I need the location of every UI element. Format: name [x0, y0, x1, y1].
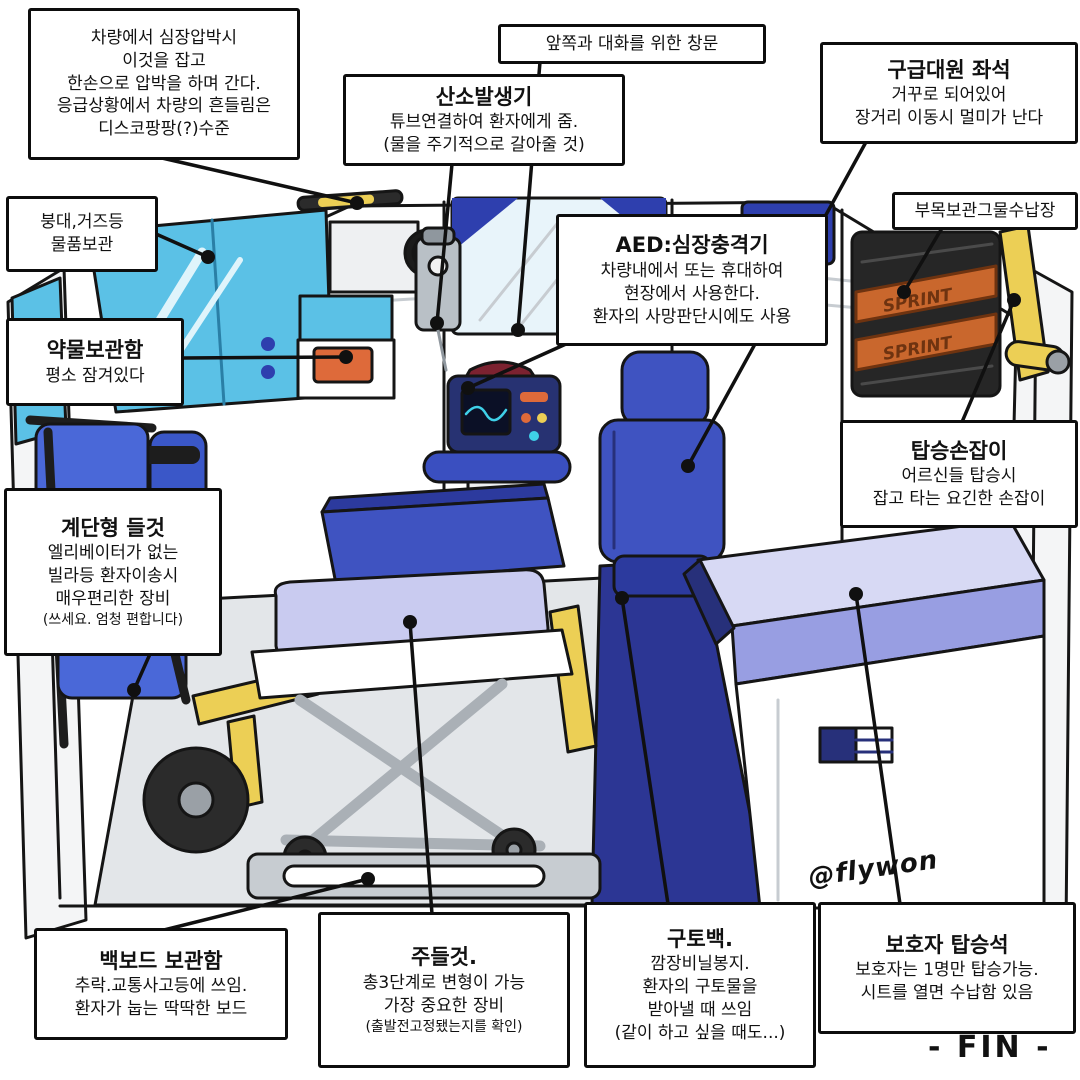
callout-title: 백보드 보관함 [99, 948, 223, 973]
callout-medicine-cabinet: 약물보관함 평소 잠겨있다 [6, 318, 184, 406]
callout-line: 추락.교통사고등에 쓰임. [74, 976, 248, 997]
callout-title: 구토백. [667, 926, 733, 951]
callout-oxygen-generator: 산소발생기 튜브연결하여 환자에게 줌. (물을 주기적으로 갈아줄 것) [343, 74, 625, 166]
net-strap [854, 264, 998, 324]
callout-line: 차량내에서 또는 휴대하여 [600, 260, 784, 281]
callout-note: (쓰세요. 엄청 편합니다) [42, 612, 184, 629]
callout-line: 응급상황에서 차량의 흔들림은 [56, 96, 272, 117]
callout-title: 탑승손잡이 [910, 438, 1008, 463]
callout-line: 튜브연결하여 환자에게 줌. [389, 112, 579, 133]
callout-line: 매우편리한 장비 [55, 589, 171, 610]
callout-line: 이것을 잡고 [122, 50, 206, 71]
callout-backboard: 백보드 보관함 추락.교통사고등에 쓰임. 환자가 눕는 딱딱한 보드 [34, 928, 288, 1040]
callout-title: 구급대원 좌석 [887, 57, 1011, 82]
callout-title: AED:심장충격기 [615, 233, 769, 258]
callout-line: 보호자는 1명만 탑승가능. [855, 960, 1039, 981]
callout-line: 붕대,거즈등 [40, 212, 124, 233]
callout-line: 어르신들 탑승시 [901, 466, 1017, 487]
callout-title: 산소발생기 [435, 84, 533, 109]
fin-label: - FIN - [928, 1030, 1052, 1065]
callout-line: 디스코팡팡(?)수준 [98, 119, 230, 140]
callout-grab-handle: 탑승손잡이 어르신들 탑승시 잡고 타는 요긴한 손잡이 [840, 420, 1078, 528]
callout-line: 빌라등 환자이송시 [47, 566, 179, 587]
callout-line: 환자가 눕는 딱딱한 보드 [74, 999, 248, 1020]
stretcher-backrest [320, 496, 566, 586]
callout-title: 약물보관함 [46, 338, 144, 363]
aed-device [446, 360, 562, 454]
callout-medic-seat: 구급대원 좌석 거꾸로 되어있어 장거리 이동시 멀미가 난다 [820, 42, 1078, 144]
callout-line: 한손으로 압박을 하며 간다. [67, 73, 261, 94]
callout-line: 환자의 구토물을 [642, 977, 758, 998]
callout-line: 깜장비닐봉지. [650, 954, 750, 975]
callout-front-window: 앞쪽과 대화를 위한 창문 [498, 24, 766, 64]
callout-line: 총3단계로 변형이 가능 [362, 972, 526, 993]
callout-line: 받아낼 때 쓰임 [647, 1000, 753, 1021]
callout-leaders [127, 60, 1021, 932]
callout-vomit-bag: 구토백. 깜장비닐봉지. 환자의 구토물을 받아낼 때 쓰임 (같이 하고 싶을… [584, 902, 816, 1068]
callout-stair-stretcher: 계단형 들것 엘리베이터가 없는 빌라등 환자이송시 매우편리한 장비 (쓰세요… [4, 488, 222, 656]
left-cabinets [296, 220, 420, 400]
callout-line: 앞쪽과 대화를 위한 창문 [545, 33, 719, 54]
callout-line: 잡고 타는 요긴한 손잡이 [872, 489, 1046, 510]
main-stretcher [191, 482, 598, 881]
callout-line: 환자의 사망판단시에도 사용 [592, 306, 792, 327]
callout-title: 보호자 탑승석 [885, 932, 1009, 957]
callout-line: 물품보관 [50, 235, 114, 255]
callout-line: 차량에서 심장압박시 [90, 27, 238, 48]
callout-line: 부목보관그물수납장 [914, 200, 1056, 221]
callout-bandage-storage: 붕대,거즈등 물품보관 [6, 196, 158, 272]
callout-line: 장거리 이동시 멀미가 난다 [854, 108, 1044, 129]
splint-net-storage: SPRINT SPRINT [850, 230, 1002, 398]
callout-note: (출발전고정됐는지를 확인) [365, 1018, 523, 1035]
backboard-compartment [246, 852, 602, 900]
callout-aed: AED:심장충격기 차량내에서 또는 휴대하여 현장에서 사용한다. 환자의 사… [556, 214, 828, 346]
oxygen-generator [414, 226, 462, 372]
callout-line: (같이 하고 싶을 때도...) [614, 1023, 786, 1044]
callout-line: (물을 주기적으로 갈아줄 것) [383, 135, 585, 156]
callout-line: 가장 중요한 장비 [383, 995, 505, 1016]
callout-line: 시트를 열면 수납함 있음 [860, 983, 1034, 1004]
callout-line: 엘리베이터가 없는 [47, 543, 179, 564]
callout-title: 계단형 들것 [61, 515, 165, 540]
callout-ceiling-handle: 차량에서 심장압박시 이것을 잡고 한손으로 압박을 하며 간다. 응급상황에서… [28, 8, 300, 160]
callout-splint-net: 부목보관그물수납장 [892, 192, 1078, 230]
callout-line: 현장에서 사용한다. [624, 283, 760, 304]
callout-main-stretcher: 주들것. 총3단계로 변형이 가능 가장 중요한 장비 (출발전고정됐는지를 확… [318, 912, 570, 1068]
callout-line: 평소 잠겨있다 [45, 365, 145, 386]
callout-title: 주들것. [411, 945, 477, 970]
callout-guardian-seat: 보호자 탑승석 보호자는 1명만 탑승가능. 시트를 열면 수납함 있음 [818, 902, 1076, 1034]
bench-flag-patch [818, 726, 858, 764]
callout-line: 거꾸로 되어있어 [891, 85, 1007, 106]
